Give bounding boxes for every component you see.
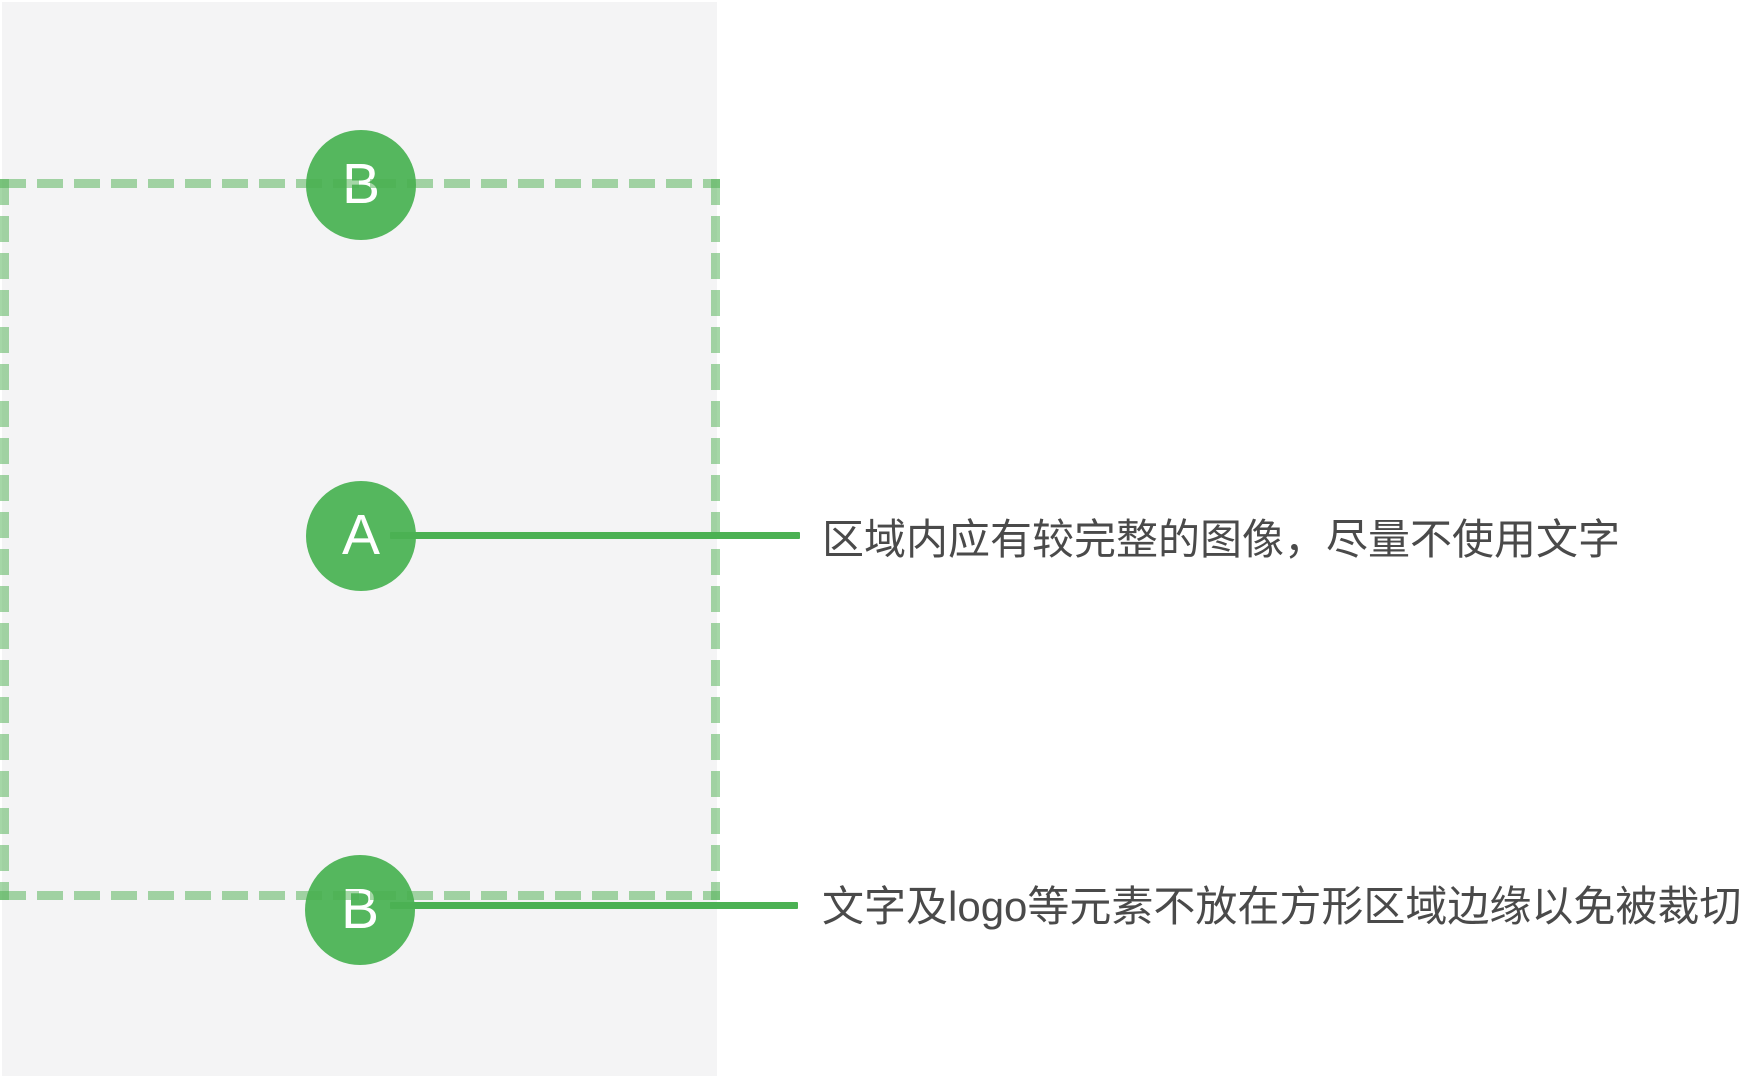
callout-line-b [390,902,798,909]
marker-label-b-bottom: B [340,876,380,941]
annotation-text-a: 区域内应有较完整的图像，尽量不使用文字 [822,516,1621,563]
safe-area-border-left [0,179,9,900]
marker-label-a: A [341,502,381,567]
annotation-text-b: 文字及logo等元素不放在方形区域边缘以免被裁切 [822,883,1742,930]
marker-circle-b-bottom: B [305,855,415,965]
safe-area-border-right [711,179,720,900]
safe-area-border-bottom [0,891,720,900]
callout-line-a [390,532,800,539]
safe-area-border-top [0,179,720,188]
